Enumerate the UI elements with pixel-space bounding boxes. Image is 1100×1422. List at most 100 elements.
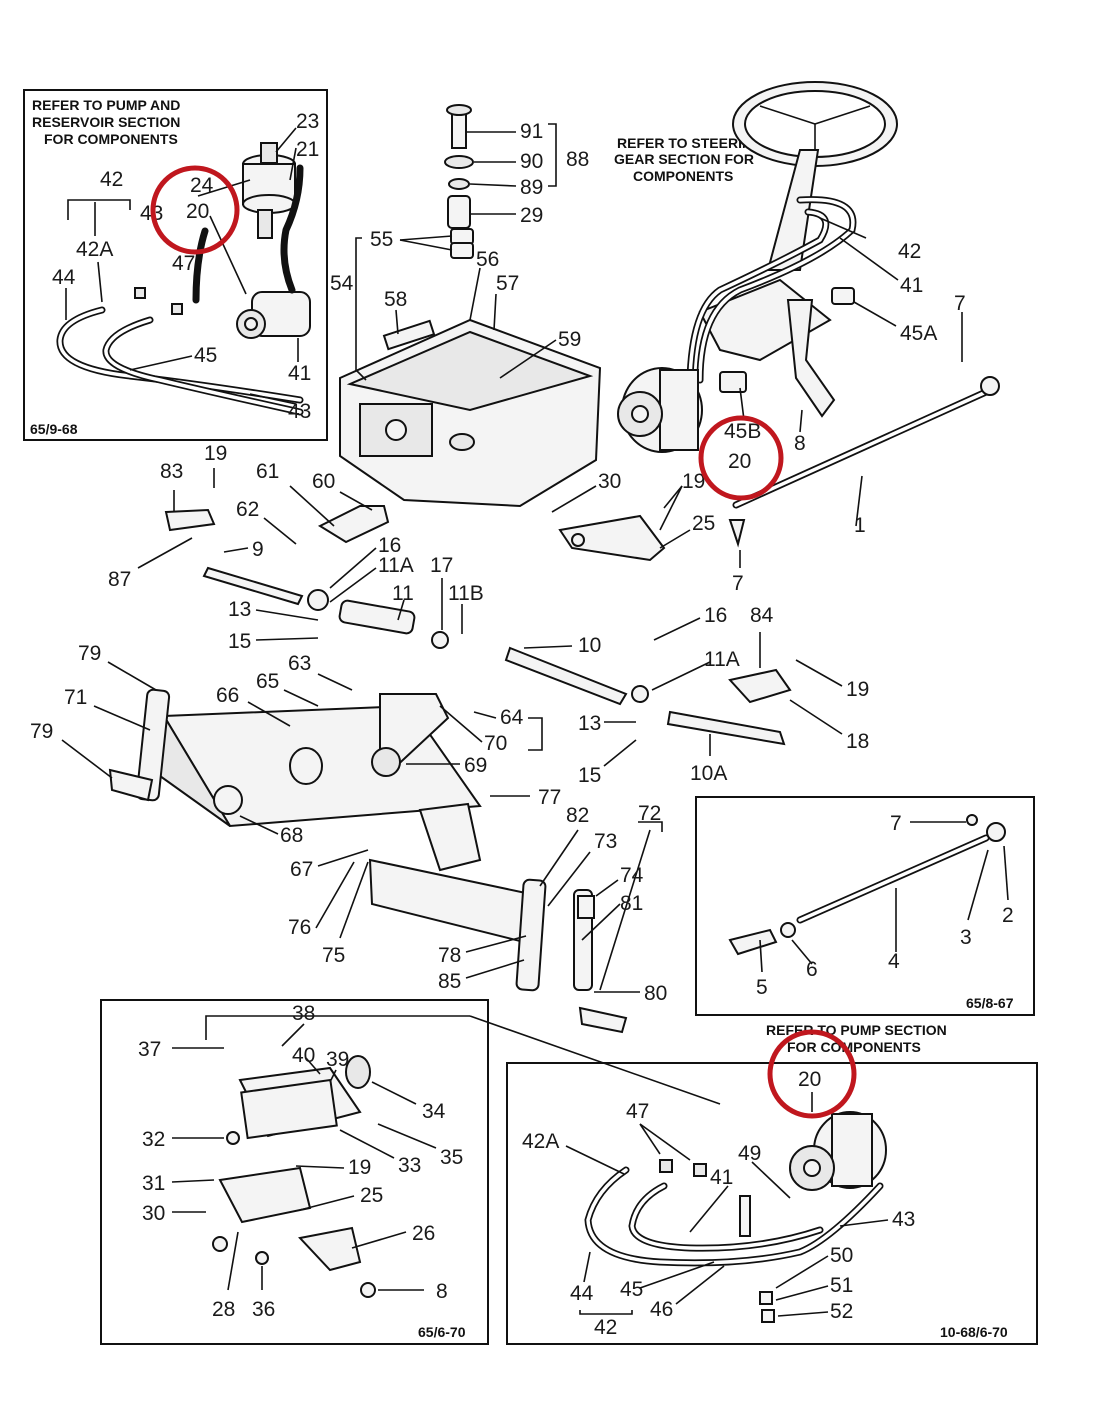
label-8-bottom: 8 xyxy=(436,1280,448,1303)
label-42a-bottom: 42A xyxy=(522,1130,559,1153)
hoses-bottom-right xyxy=(584,1159,884,1323)
label-20-steering: 20 xyxy=(728,450,751,473)
label-39: 39 xyxy=(326,1048,349,1071)
label-75: 75 xyxy=(322,944,345,967)
label-23: 23 xyxy=(296,110,319,133)
inset-top-left-frame xyxy=(23,89,328,441)
label-16-left: 16 xyxy=(378,534,401,557)
label-25-right: 25 xyxy=(692,512,715,535)
steering-wheel-drawing xyxy=(732,81,898,271)
svg-text:REFER TO PUMP AND: REFER TO PUMP AND xyxy=(32,97,180,113)
highlight-circle-20-pump xyxy=(767,1029,857,1119)
label-41-steering: 41 xyxy=(900,274,923,297)
svg-text:COMPONENTS: COMPONENTS xyxy=(633,168,733,184)
stack-91-29 xyxy=(444,104,474,259)
label-7-inset: 7 xyxy=(890,812,902,835)
label-37: 37 xyxy=(138,1038,161,1061)
label-6: 6 xyxy=(806,958,818,981)
label-76: 76 xyxy=(288,916,311,939)
label-71: 71 xyxy=(64,686,87,709)
label-16-right: 16 xyxy=(704,604,727,627)
label-78: 78 xyxy=(438,944,461,967)
label-4: 4 xyxy=(888,950,900,973)
label-42-top-left: 42 xyxy=(100,168,123,191)
hoses-top-left xyxy=(56,164,304,416)
label-5: 5 xyxy=(756,976,768,999)
label-33: 33 xyxy=(398,1154,421,1177)
label-42a-top-left: 42A xyxy=(76,238,113,261)
label-42-bottom: 42 xyxy=(594,1316,617,1339)
label-59: 59 xyxy=(558,328,581,351)
label-15-right: 15 xyxy=(578,764,601,787)
label-15-left: 15 xyxy=(228,630,251,653)
label-41-top-left: 41 xyxy=(288,362,311,385)
inset-code-bottom-right: 10-68/6-70 xyxy=(940,1324,1008,1340)
highlight-circle-20-steering xyxy=(698,415,784,501)
label-45-top-left: 45 xyxy=(194,344,217,367)
label-84: 84 xyxy=(750,604,774,627)
label-45a: 45A xyxy=(900,322,937,345)
label-29: 29 xyxy=(520,204,543,227)
note-pump-reservoir: REFER TO PUMP AND RESERVOIR SECTION FOR … xyxy=(32,97,180,147)
inset-bottom-left-frame xyxy=(100,999,489,1345)
label-90: 90 xyxy=(520,150,543,173)
axle-support-housing xyxy=(339,318,602,508)
label-44-top-left: 44 xyxy=(52,266,76,289)
label-80: 80 xyxy=(644,982,667,1005)
label-88: 88 xyxy=(566,148,589,171)
label-1: 1 xyxy=(854,514,866,537)
label-13-right: 13 xyxy=(578,712,601,735)
label-42-steering: 42 xyxy=(898,240,921,263)
label-74: 74 xyxy=(620,864,644,887)
label-70: 70 xyxy=(484,732,507,755)
label-57: 57 xyxy=(496,272,519,295)
label-30-bottom: 30 xyxy=(142,1202,165,1225)
label-79-top: 79 xyxy=(78,642,101,665)
tie-rod-inset-drawing xyxy=(728,814,1006,956)
label-11b: 11B xyxy=(448,582,484,605)
front-axle-drawing xyxy=(108,688,628,1034)
inset-code-top-left: 65/9-68 xyxy=(30,421,78,437)
label-2: 2 xyxy=(1002,904,1014,927)
label-65: 65 xyxy=(256,670,279,693)
label-83: 83 xyxy=(160,460,183,483)
label-68: 68 xyxy=(280,824,303,847)
cylinder-drawing xyxy=(212,1055,376,1298)
label-89: 89 xyxy=(520,176,543,199)
pump-drawing-bottom xyxy=(789,1111,887,1191)
label-43-bottom: 43 xyxy=(892,1208,915,1231)
label-17: 17 xyxy=(430,554,453,577)
inset-right-mid-frame xyxy=(695,796,1035,1016)
label-43-top-left-b: 43 xyxy=(288,400,311,423)
label-11: 11 xyxy=(392,582,414,605)
label-45-bottom: 45 xyxy=(620,1278,643,1301)
label-69: 69 xyxy=(464,754,487,777)
label-10a: 10A xyxy=(690,762,727,785)
pump-drawing-top xyxy=(617,367,703,453)
label-38: 38 xyxy=(292,1002,315,1025)
label-66: 66 xyxy=(216,684,239,707)
tie-rod-1 xyxy=(728,376,1000,548)
leader-lines xyxy=(61,123,1009,1317)
label-55: 55 xyxy=(370,228,393,251)
label-20-pump: 20 xyxy=(798,1068,821,1091)
label-18: 18 xyxy=(846,730,869,753)
label-51: 51 xyxy=(830,1274,853,1297)
bracket-45a xyxy=(831,287,855,305)
label-19-bottom: 19 xyxy=(348,1156,371,1179)
label-54: 54 xyxy=(330,272,354,295)
svg-text:REFER TO STEERING: REFER TO STEERING xyxy=(617,135,763,151)
svg-text:GEAR SECTION FOR: GEAR SECTION FOR xyxy=(614,151,754,167)
label-9: 9 xyxy=(252,538,264,561)
label-41-bottom: 41 xyxy=(710,1166,733,1189)
label-19-mid: 19 xyxy=(846,678,869,701)
bracket-45b xyxy=(719,371,747,393)
label-28: 28 xyxy=(212,1298,235,1321)
label-30-right: 30 xyxy=(598,470,621,493)
label-45b: 45B xyxy=(724,420,761,443)
links-left-middle xyxy=(164,505,792,746)
label-24: 24 xyxy=(190,174,214,197)
label-11a-left: 11A xyxy=(378,554,414,577)
inset-code-bottom-left: 65/6-70 xyxy=(418,1324,466,1340)
label-7-bottom: 7 xyxy=(732,572,744,595)
